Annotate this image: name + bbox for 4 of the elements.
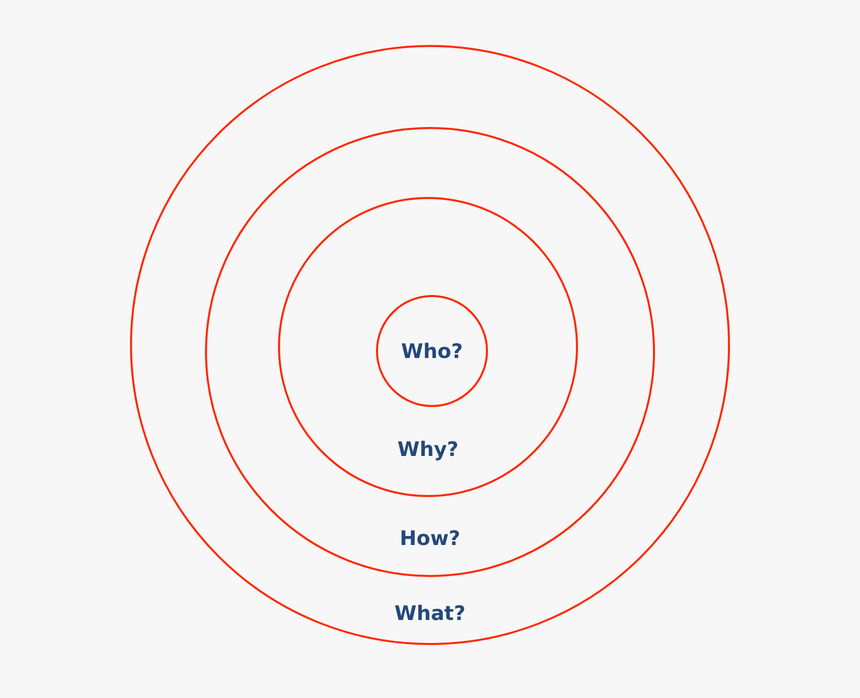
ring-label: Why? [398, 439, 458, 459]
ring-label: What? [394, 603, 466, 623]
center-label: Who? [401, 341, 463, 361]
ring-label: How? [400, 528, 460, 548]
